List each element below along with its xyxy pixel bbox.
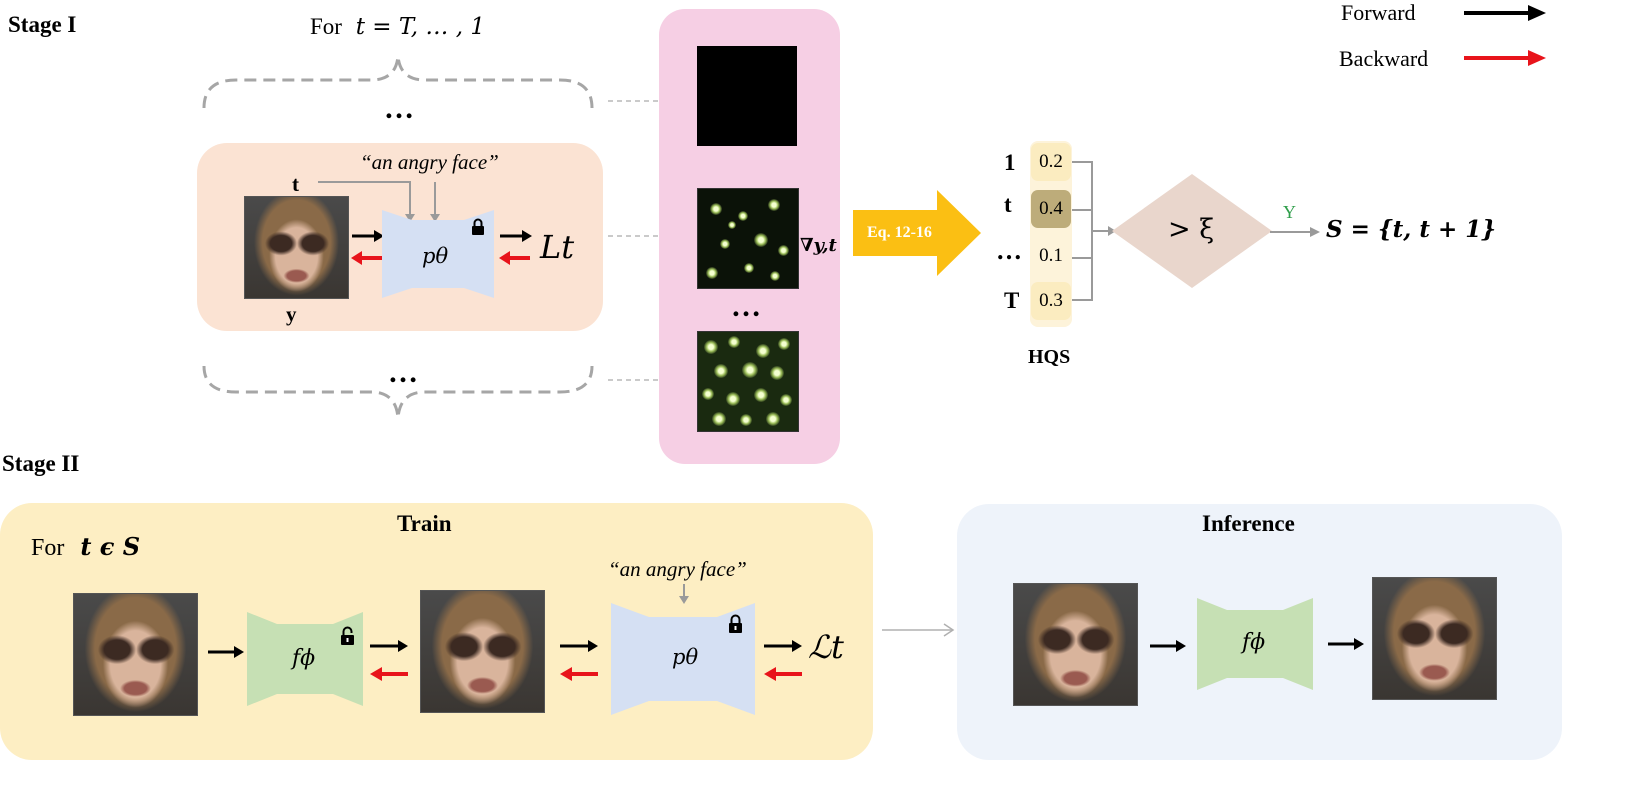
lock-icon [472, 218, 484, 235]
train-loop-expression: t ϵ S [80, 532, 141, 561]
loss-label-stage1: Lt [540, 228, 575, 266]
hqs-cell-T: 0.3 [1031, 282, 1071, 320]
hqs-row-label-T: T [1004, 288, 1020, 313]
stage1-arrows-left [351, 230, 384, 265]
hqs-merge-lines [1072, 161, 1116, 301]
dashed-connectors [608, 100, 660, 381]
legend-forward-arrow [1464, 5, 1546, 21]
train-arrows-2 [370, 640, 408, 681]
fphi-label-inference: fϕ [1242, 630, 1266, 655]
legend-backward-label: Backward [1339, 46, 1429, 71]
equation-arrow [853, 190, 981, 276]
loop-expression: t = T, … , 1 [355, 14, 485, 40]
train-prompt-arrow [679, 584, 689, 604]
gradient-map-dense [697, 331, 799, 432]
train-input-face [73, 593, 198, 716]
fphi-label-train: fϕ [292, 646, 316, 671]
legend-forward-label: Forward [1341, 0, 1416, 25]
input-face-image [244, 196, 349, 299]
lock-icon-train [729, 614, 742, 633]
stage1-prompt: “an angry face” [360, 150, 499, 174]
threshold-label: > ξ [1168, 214, 1215, 245]
train-arrows-3 [560, 640, 598, 681]
threshold-diamond [1112, 174, 1272, 288]
yes-arrow [1270, 227, 1320, 237]
train-loop-header: For t ϵ S [31, 532, 140, 562]
gradient-ellipsis: … [731, 290, 761, 323]
inference-arrow-1 [1150, 640, 1186, 652]
unlock-icon [341, 626, 354, 645]
train-prompt: “an angry face” [608, 557, 747, 581]
train-loss-label: ℒt [808, 628, 844, 666]
selected-set: S = {t, t + 1} [1326, 216, 1497, 243]
hqs-cell-ellipsis: 0.1 [1031, 237, 1071, 275]
stage2-label: Stage II [2, 451, 80, 476]
upper-ellipsis: … [384, 92, 414, 125]
gradient-label: ∇y,t [800, 235, 837, 256]
conditioning-arrows [318, 181, 440, 222]
ptheta-unet-train [611, 603, 755, 715]
stage1-loop-header: For t = T, … , 1 [310, 14, 485, 40]
gradient-map-sparse [697, 188, 799, 289]
hqs-row-label-ellipsis: … [996, 236, 1022, 265]
hqs-cell-t: 0.4 [1031, 190, 1071, 228]
train-loop-prefix: For [31, 535, 65, 561]
stage1-label: Stage I [8, 12, 77, 37]
ptheta-label-train: pθ [672, 645, 699, 669]
fphi-unet-inference [1197, 598, 1313, 690]
train-arrows-4 [764, 640, 802, 681]
inference-input-face [1013, 583, 1138, 706]
y-label: y [286, 302, 297, 326]
hqs-cell-1: 0.2 [1031, 143, 1071, 181]
fphi-unet-train [247, 612, 363, 706]
gradient-map-empty [697, 46, 797, 146]
ptheta-label-stage1: pθ [422, 244, 449, 268]
hqs-row-label-t: t [1004, 192, 1012, 217]
ptheta-unet-stage1 [382, 210, 494, 298]
train-title: Train [397, 511, 452, 536]
equation-label: Eq. 12-16 [867, 224, 932, 241]
train-arrow-1 [208, 646, 244, 658]
inference-title: Inference [1202, 511, 1295, 536]
train-output-face [420, 590, 545, 713]
train-to-inference-arrow [882, 623, 955, 637]
legend-backward-arrow [1464, 50, 1546, 66]
lower-brace [202, 365, 594, 419]
yes-label: Y [1283, 202, 1296, 222]
hqs-row-label-1: 1 [1004, 150, 1016, 175]
lower-ellipsis: … [388, 356, 418, 389]
inference-arrow-2 [1328, 638, 1364, 650]
t-label: t [292, 172, 299, 196]
hqs-caption: HQS [1028, 346, 1071, 368]
stage1-arrows-right [499, 230, 532, 265]
inference-output-face [1372, 577, 1497, 700]
loop-prefix: For [310, 14, 342, 39]
